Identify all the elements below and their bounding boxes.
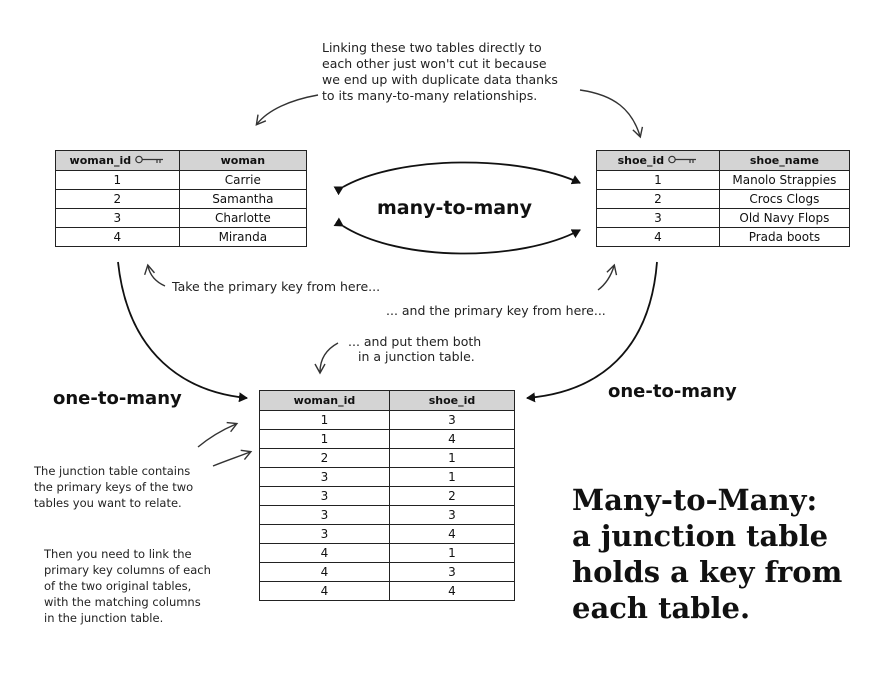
top-note: Linking these two tables directly to eac… — [322, 40, 558, 103]
column-header: woman — [178, 150, 308, 171]
many-to-many-arrow-top — [333, 161, 581, 196]
column-header: woman_id — [259, 390, 390, 411]
junction-note: The junction table contains the primary … — [34, 464, 194, 510]
junction-note-arrow-1 — [197, 421, 239, 448]
table-header-row: woman_id shoe_id — [259, 390, 516, 411]
column-header: shoe_name — [718, 150, 851, 171]
many-to-many-arrow-bottom — [333, 217, 581, 255]
and-key-note: ... and the primary key from here... — [386, 303, 606, 318]
column-header: shoe_id — [596, 150, 720, 171]
title-line: a junction table — [572, 519, 829, 553]
title-line: each table. — [572, 591, 751, 625]
put-both-note: ... and put them both in a junction tabl… — [348, 334, 482, 364]
table-header-row: woman_id woman — [55, 150, 308, 171]
one-to-many-right-label: one-to-many — [608, 381, 737, 402]
take-key-note: Take the primary key from here... — [172, 279, 381, 294]
one-to-many-arrow-left — [117, 261, 248, 403]
table-header-row: shoe_id shoe_name — [596, 150, 851, 171]
one-to-many-left-label: one-to-many — [53, 388, 182, 409]
note-arrow-right — [579, 89, 644, 139]
and-key-arrow — [597, 263, 618, 291]
note-arrow-left — [255, 94, 319, 126]
column-header: woman_id — [55, 150, 180, 171]
many-to-many-label: many-to-many — [377, 197, 532, 219]
title-line: Many-to-Many: — [572, 483, 818, 517]
title-block: Many-to-Many: a junction table holds a k… — [572, 482, 842, 626]
key-icon — [135, 154, 165, 167]
take-key-arrow — [144, 263, 166, 287]
junction-note-arrow-2 — [212, 449, 253, 467]
title-line: holds a key from — [572, 555, 843, 589]
column-header: shoe_id — [388, 390, 516, 411]
one-to-many-arrow-right — [526, 261, 658, 403]
key-icon — [668, 154, 698, 167]
put-both-arrow — [314, 342, 339, 375]
link-note: Then you need to link the primary key co… — [44, 547, 211, 625]
